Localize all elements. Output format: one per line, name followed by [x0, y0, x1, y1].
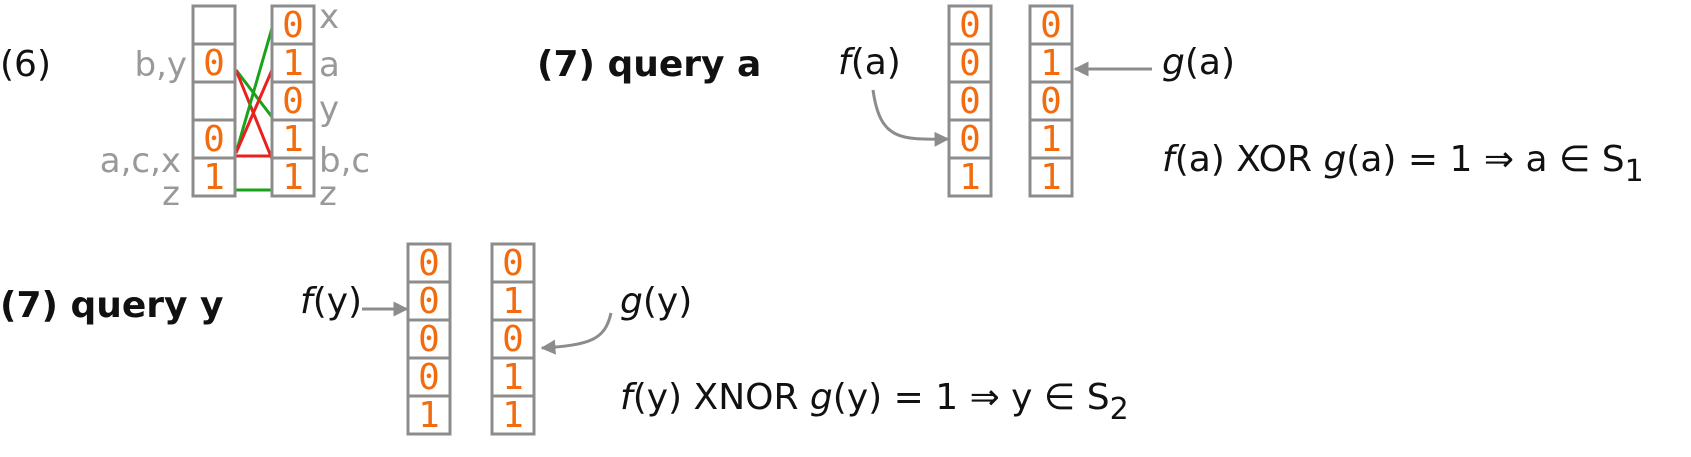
step6-right-bit: 0 — [282, 5, 304, 46]
step6-left-cell — [191, 118, 237, 160]
step6-left-key-3: a,c,x — [100, 141, 181, 181]
step7a-f-cell — [947, 156, 993, 198]
step6-right-bit: 1 — [282, 119, 304, 160]
step6-right-key-2: y — [319, 89, 339, 129]
step6-label: (6) — [0, 44, 51, 85]
step7a-g-cell — [1028, 156, 1074, 198]
step7a-f-cell — [947, 4, 993, 46]
step6-edges — [234, 27, 274, 192]
step7a-g-bit: 0 — [1040, 5, 1062, 46]
step7a-g-cell — [1028, 118, 1074, 160]
step7y-g-arrow — [540, 312, 613, 355]
step6-right-bit: 1 — [282, 43, 304, 84]
step7a-f-bit: 0 — [959, 5, 981, 46]
step7y-g-label-arg: (y) — [643, 281, 692, 322]
step7a-f-bit: 0 — [959, 119, 981, 160]
step7y-g-bit: 0 — [502, 319, 524, 360]
step7y-result: f(y) XNOR g(y) = 1 ⇒ y ∈ S2 — [620, 377, 1129, 427]
step7y-f-bit: 1 — [418, 395, 440, 436]
step7a-g-label-arg: (a) — [1185, 42, 1235, 83]
step6-right-key-4: z — [319, 174, 337, 214]
step6-left-key-4: z — [162, 174, 180, 214]
step7y-f-bit: 0 — [418, 357, 440, 398]
step7a-g-label: g(a) — [1162, 42, 1235, 83]
step7a-label: (7) query a — [537, 44, 761, 85]
step6-right-key-1: a — [319, 45, 340, 85]
step7y-g-cell — [490, 394, 536, 436]
step7y-f-bit: 0 — [418, 243, 440, 284]
step7a-g-bit: 1 — [1040, 119, 1062, 160]
step6-left-bit: 0 — [203, 43, 225, 84]
step6-right-cell — [270, 156, 316, 198]
step7y-g-bit: 0 — [502, 243, 524, 284]
step6-right-bit: 1 — [282, 157, 304, 198]
step6-edge-green — [234, 27, 274, 154]
step7y-g-bit: 1 — [502, 395, 524, 436]
step7a-f-bit: 0 — [959, 43, 981, 84]
step6-right-key-0: x — [319, 0, 339, 37]
step6-right-key-3: b,c — [319, 141, 370, 181]
step6-left-bit: 1 — [203, 157, 225, 198]
step7a-f-label: f(a) — [838, 42, 901, 83]
step7y-g-bit: 1 — [502, 281, 524, 322]
step6-left-bit: 0 — [203, 119, 225, 160]
step6-left-key-1: b,y — [134, 45, 187, 85]
step7y-f-bit: 0 — [418, 319, 440, 360]
step7y-f-label-arg: (y) — [313, 281, 362, 322]
step7y-f-cell — [406, 242, 452, 284]
step7y-g-bit: 1 — [502, 357, 524, 398]
step7a-g-bit: 0 — [1040, 81, 1062, 122]
step7y-f-cell — [406, 280, 452, 322]
step7y-g-label: g(y) — [620, 281, 692, 322]
step7y-label: (7) query y — [0, 285, 224, 326]
step7a-g-bit: 1 — [1040, 157, 1062, 198]
step6-right-bit: 0 — [282, 81, 304, 122]
step7y-g-cell — [490, 318, 536, 360]
step7a-f-arrow — [871, 89, 950, 147]
step6-left-cell — [191, 4, 237, 46]
step7y-f-label: f(y) — [300, 281, 362, 322]
step7y-f-bit: 0 — [418, 281, 440, 322]
step6-left-cell — [191, 42, 237, 84]
step7a-f-label-arg: (a) — [851, 42, 901, 83]
step7y-f-cell — [406, 394, 452, 436]
step6-left-cell — [191, 80, 237, 122]
step7y-f-cell — [406, 318, 452, 360]
step6-right-cell — [270, 4, 316, 46]
step6-left-array: 001 — [191, 4, 237, 198]
step6-edge-red — [234, 69, 274, 154]
step7a-g-bit: 1 — [1040, 43, 1062, 84]
step7a-f-bit: 0 — [959, 81, 981, 122]
step7a-f-bit: 1 — [959, 157, 981, 198]
step7a-result: f(a) XOR g(a) = 1 ⇒ a ∈ S1 — [1162, 139, 1644, 189]
step7a-f-cell — [947, 42, 993, 84]
step6-left-cell — [191, 156, 237, 198]
step7y-g-cell — [490, 242, 536, 284]
